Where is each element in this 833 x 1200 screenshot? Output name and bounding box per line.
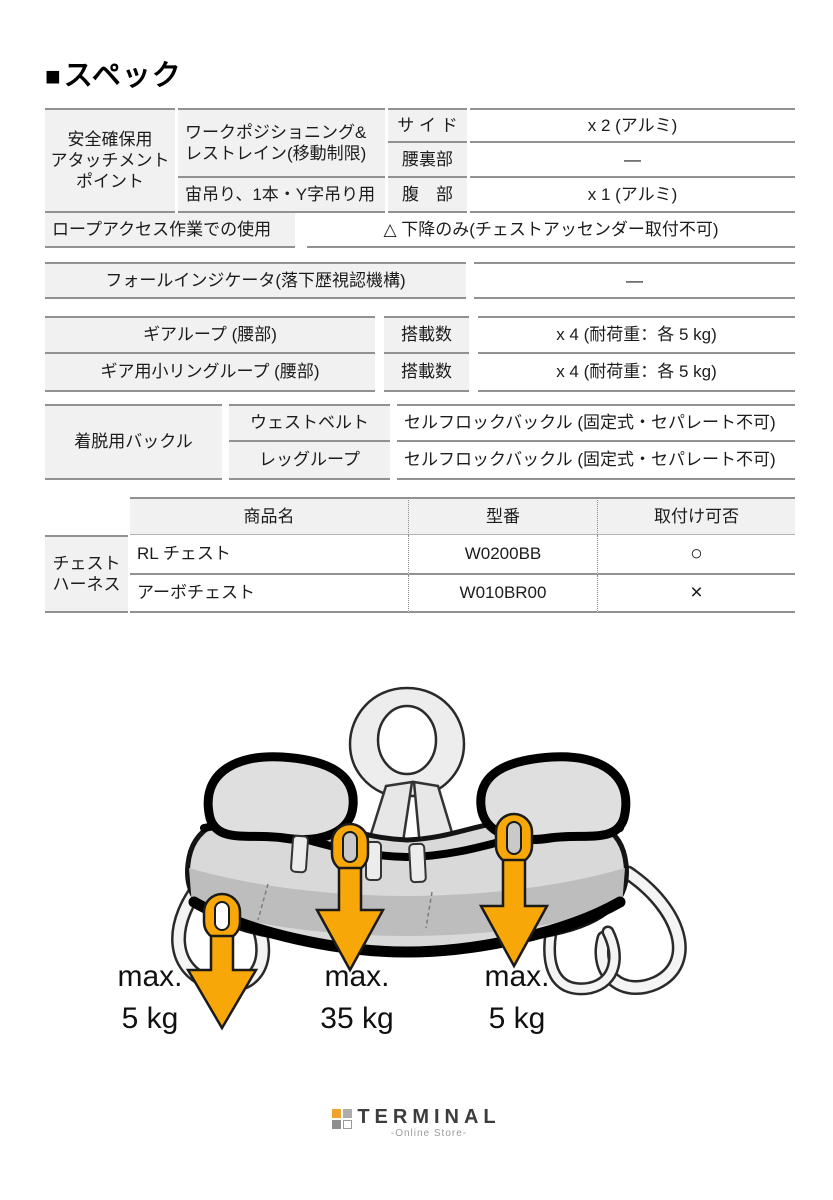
page-title-text: スペック [63,60,182,92]
gear-loops-table: ギアループ (腰部) 搭載数 x 4 (耐荷重：各 5 kg) ギア用小リングル… [45,316,795,392]
product-model: W010BR00 [408,575,597,613]
gear-loop-value: x 4 (耐荷重：各 5 kg) [478,354,795,392]
buckle-value: セルフロックバックル (固定式・セパレート不可) [397,442,795,480]
position-label: 腹 部 [388,178,467,213]
column-header-name: 商品名 [130,497,408,535]
harness-illustration: max. 5 kg max. 35 kg max. 5 kg [117,686,687,1035]
product-name: RL チェスト [130,535,408,575]
attachment-sub2: 宙吊り、1本・Y字吊り用 [178,178,385,213]
buckle-row-label: 着脱用バックル [45,404,222,480]
attachment-sub1: ワークポジショニング& レストレイン(移動制限) [178,108,385,178]
compat-mark: × [597,575,795,613]
fall-indicator-value: — [474,262,795,299]
gear-loop-value: x 4 (耐荷重：各 5 kg) [478,316,795,354]
buckle-value: セルフロックバックル (固定式・セパレート不可) [397,404,795,442]
column-header-model: 型番 [408,497,597,535]
product-model: W0200BB [408,535,597,575]
gear-loop-label: ギア用小リングループ (腰部) [45,354,375,392]
load-arrow-right-icon [478,812,550,969]
column-header-compat: 取付け可否 [597,497,795,535]
attachment-points-table: 安全確保用 アタッチメント ポイント ワークポジショニング& レストレイン(移動… [45,108,795,213]
gear-loop-qty-label: 搭載数 [384,354,469,392]
load-arrow-left-icon [185,892,259,1031]
chest-harness-table: チェスト ハーネス 商品名 型番 取付け可否 RL チェスト W0200BB ○… [45,497,795,613]
fall-indicator-label: フォールインジケータ(落下歴視認機構) [45,262,466,299]
title-square-icon: ■ [45,61,62,91]
rope-access-row: ロープアクセス作業での使用 △ 下降のみ(チェストアッセンダー取付不可) [45,213,795,248]
position-value: x 1 (アルミ) [470,178,795,213]
max-load-value: 5 kg [489,1002,546,1035]
gear-loop-qty-label: 搭載数 [384,316,469,354]
max-load-label: max. [484,960,549,993]
logo-subtitle: -Online Store- [390,1128,468,1139]
fall-indicator-row: フォールインジケータ(落下歴視認機構) — [45,262,795,299]
load-arrow-center-icon [314,822,386,973]
max-load-label: max. [324,960,389,993]
waist-belt [185,752,631,958]
footer-logo: TERMINAL -Online Store- [0,1106,833,1139]
buckle-part: ウェストベルト [229,404,390,442]
max-load-label: max. [117,960,182,993]
position-value: — [470,143,795,178]
logo-brand-name: TERMINAL [357,1106,501,1128]
chest-harness-row-label: チェスト ハーネス [45,535,128,613]
buckle-table: 着脱用バックル ウェストベルト セルフロックバックル (固定式・セパレート不可)… [45,404,795,480]
gear-loop-label: ギアループ (腰部) [45,316,375,354]
position-label: サ イ ド [388,108,467,143]
page-title: ■スペック [45,52,182,94]
compat-mark: ○ [597,535,795,575]
max-load-value: 5 kg [122,1002,179,1035]
position-label: 腰裏部 [388,143,467,178]
attachment-row-label: 安全確保用 アタッチメント ポイント [45,108,175,213]
terminal-logo-icon [332,1109,353,1129]
rope-access-value: △ 下降のみ(チェストアッセンダー取付不可) [307,213,795,248]
rope-access-label: ロープアクセス作業での使用 [45,213,295,248]
max-load-value: 35 kg [320,1002,393,1035]
buckle-part: レッグループ [229,442,390,480]
product-name: アーボチェスト [130,575,408,613]
position-value: x 2 (アルミ) [470,108,795,143]
